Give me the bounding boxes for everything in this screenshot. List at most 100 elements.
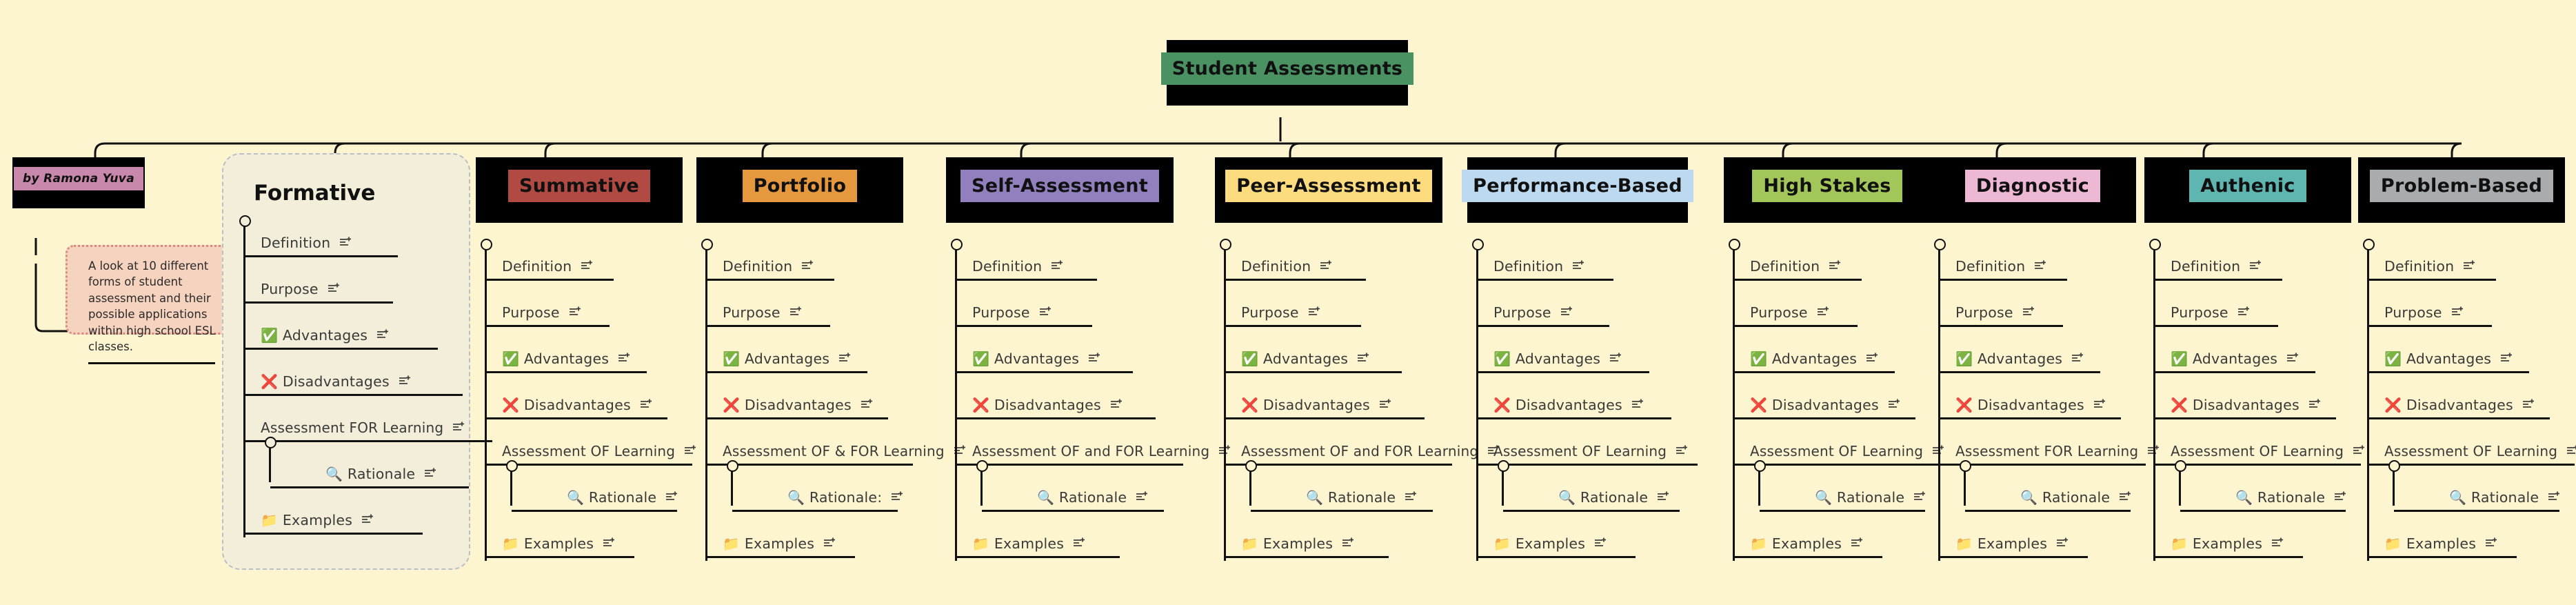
subitem-peer-assessment-definition[interactable]: Definition	[1241, 243, 1333, 289]
add-note-icon[interactable]	[1051, 260, 1064, 272]
rationale-collapse-toggle[interactable]	[1960, 460, 1971, 472]
branch-collapse-toggle[interactable]	[1729, 239, 1740, 250]
subitem-diagnostic-rationale[interactable]: 🔍Rationale	[1979, 474, 2132, 520]
subitem-diagnostic-purpose[interactable]: Purpose	[1955, 289, 2035, 335]
add-note-icon[interactable]	[1320, 260, 1333, 272]
add-note-icon[interactable]	[2485, 537, 2498, 549]
add-note-icon[interactable]	[2022, 306, 2035, 318]
subitem-performance-based-purpose[interactable]: Purpose	[1493, 289, 1573, 335]
add-note-icon[interactable]	[1817, 306, 1830, 318]
subitem-summative-definition[interactable]: Definition	[502, 243, 594, 289]
subitem-problem-based-advantages[interactable]: ✅Advantages	[2384, 335, 2513, 381]
add-note-icon[interactable]	[684, 445, 697, 457]
branch-node-peer-assessment[interactable]: Peer-Assessment	[1215, 157, 1442, 223]
branch-collapse-toggle[interactable]	[1472, 239, 1484, 250]
add-note-icon[interactable]	[2500, 353, 2513, 364]
add-note-icon[interactable]	[2451, 306, 2464, 318]
add-note-icon[interactable]	[2548, 491, 2561, 503]
subitem-authenic-assessment[interactable]: Assessment OF Learning	[2171, 428, 2366, 474]
subitem-authenic-disadvantages[interactable]: ❌Disadvantages	[2171, 381, 2322, 428]
add-note-icon[interactable]	[424, 468, 437, 479]
subitem-peer-assessment-disadvantages[interactable]: ❌Disadvantages	[1241, 381, 1392, 428]
subitem-summative-rationale[interactable]: 🔍Rationale	[525, 474, 678, 520]
rationale-collapse-toggle[interactable]	[2388, 460, 2400, 472]
subitem-summative-examples[interactable]: 📁Examples	[502, 520, 616, 566]
add-note-icon[interactable]	[376, 329, 390, 341]
branch-node-self-assessment[interactable]: Self-Assessment	[946, 157, 1174, 223]
rationale-collapse-toggle[interactable]	[2175, 460, 2186, 472]
branch-node-high-stakes[interactable]: High Stakes	[1724, 157, 1931, 223]
add-note-icon[interactable]	[1851, 537, 1864, 549]
add-note-icon[interactable]	[1888, 399, 1901, 410]
branch-collapse-toggle[interactable]	[1220, 239, 1231, 250]
subitem-peer-assessment-advantages[interactable]: ✅Advantages	[1241, 335, 1370, 381]
add-note-icon[interactable]	[2271, 537, 2284, 549]
branch-collapse-toggle[interactable]	[2363, 239, 2375, 250]
add-note-icon[interactable]	[1631, 399, 1644, 410]
add-note-icon[interactable]	[399, 375, 412, 387]
subitem-authenic-rationale[interactable]: 🔍Rationale	[2194, 474, 2347, 520]
add-note-icon[interactable]	[1657, 491, 1670, 503]
branch-node-summative[interactable]: Summative	[476, 157, 683, 223]
add-note-icon[interactable]	[823, 537, 836, 549]
subitem-authenic-definition[interactable]: Definition	[2171, 243, 2262, 289]
add-note-icon[interactable]	[1609, 353, 1622, 364]
branch-node-portfolio[interactable]: Portfolio	[696, 157, 903, 223]
add-note-icon[interactable]	[603, 537, 616, 549]
subitem-performance-based-disadvantages[interactable]: ❌Disadvantages	[1493, 381, 1644, 428]
subitem-summative-disadvantages[interactable]: ❌Disadvantages	[502, 381, 653, 428]
add-note-icon[interactable]	[1572, 260, 1585, 272]
add-note-icon[interactable]	[2353, 445, 2366, 457]
subitem-performance-based-advantages[interactable]: ✅Advantages	[1493, 335, 1622, 381]
add-note-icon[interactable]	[838, 353, 852, 364]
add-note-icon[interactable]	[2522, 399, 2535, 410]
add-note-icon[interactable]	[891, 491, 904, 503]
add-note-icon[interactable]	[2249, 260, 2262, 272]
subitem-authenic-examples[interactable]: 📁Examples	[2171, 520, 2284, 566]
subitem-portfolio-examples[interactable]: 📁Examples	[723, 520, 836, 566]
add-note-icon[interactable]	[789, 306, 803, 318]
add-note-icon[interactable]	[1676, 445, 1689, 457]
subitem-formative-examples[interactable]: 📁Examples	[261, 497, 374, 543]
branch-node-authenic[interactable]: Authenic	[2144, 157, 2351, 223]
subitem-self-assessment-definition[interactable]: Definition	[972, 243, 1064, 289]
subitem-performance-based-examples[interactable]: 📁Examples	[1493, 520, 1607, 566]
add-note-icon[interactable]	[2566, 445, 2576, 457]
subitem-problem-based-definition[interactable]: Definition	[2384, 243, 2476, 289]
add-note-icon[interactable]	[581, 260, 594, 272]
add-note-icon[interactable]	[452, 421, 465, 433]
subitem-portfolio-rationale[interactable]: 🔍Rationale:	[746, 474, 904, 520]
subitem-portfolio-advantages[interactable]: ✅Advantages	[723, 335, 852, 381]
subitem-summative-assessment[interactable]: Assessment OF Learning	[502, 428, 697, 474]
branch-node-performance-based[interactable]: Performance-Based	[1462, 157, 1693, 223]
subitem-formative-definition[interactable]: Definition	[261, 219, 352, 266]
subitem-problem-based-examples[interactable]: 📁Examples	[2384, 520, 2498, 566]
author-node[interactable]: by Ramona Yuva	[12, 157, 145, 208]
subitem-formative-purpose[interactable]: Purpose	[261, 266, 341, 312]
subitem-authenic-advantages[interactable]: ✅Advantages	[2171, 335, 2300, 381]
add-note-icon[interactable]	[2119, 491, 2132, 503]
subitem-peer-assessment-purpose[interactable]: Purpose	[1241, 289, 1321, 335]
subitem-high-stakes-purpose[interactable]: Purpose	[1750, 289, 1830, 335]
add-note-icon[interactable]	[1913, 491, 1926, 503]
add-note-icon[interactable]	[569, 306, 582, 318]
add-note-icon[interactable]	[2308, 399, 2322, 410]
add-note-icon[interactable]	[2056, 537, 2069, 549]
branch-collapse-toggle[interactable]	[701, 239, 713, 250]
add-note-icon[interactable]	[618, 353, 631, 364]
subitem-portfolio-purpose[interactable]: Purpose	[723, 289, 803, 335]
rationale-collapse-toggle[interactable]	[976, 460, 988, 472]
subitem-authenic-purpose[interactable]: Purpose	[2171, 289, 2251, 335]
subitem-self-assessment-disadvantages[interactable]: ❌Disadvantages	[972, 381, 1123, 428]
add-note-icon[interactable]	[1594, 537, 1607, 549]
branch-collapse-toggle[interactable]	[951, 239, 963, 250]
subitem-problem-based-purpose[interactable]: Purpose	[2384, 289, 2464, 335]
subitem-diagnostic-disadvantages[interactable]: ❌Disadvantages	[1955, 381, 2106, 428]
branch-node-problem-based[interactable]: Problem-Based	[2358, 157, 2565, 223]
add-note-icon[interactable]	[1357, 353, 1370, 364]
subitem-diagnostic-definition[interactable]: Definition	[1955, 243, 2047, 289]
add-note-icon[interactable]	[1379, 399, 1392, 410]
subitem-performance-based-definition[interactable]: Definition	[1493, 243, 1585, 289]
subitem-peer-assessment-examples[interactable]: 📁Examples	[1241, 520, 1355, 566]
subitem-peer-assessment-assessment[interactable]: Assessment OF and FOR Learning	[1241, 428, 1500, 474]
